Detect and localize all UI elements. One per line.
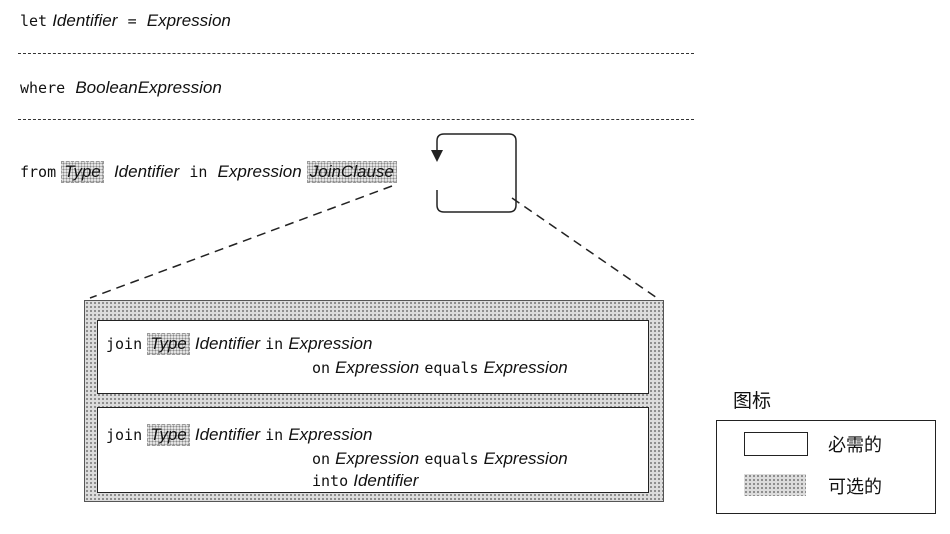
legend-optional-swatch (744, 474, 806, 496)
join-keyword: join (106, 426, 143, 444)
join-identifier: Identifier (194, 425, 261, 444)
on-keyword: on (312, 450, 331, 468)
into-identifier: Identifier (353, 471, 419, 490)
join-in-keyword: in (265, 335, 284, 353)
join-identifier: Identifier (194, 334, 261, 353)
from-type-optional: Type (61, 161, 104, 183)
join-type-optional: Type (147, 333, 190, 355)
repeat-loop-arrow (431, 133, 517, 213)
join-expression: Expression (288, 334, 373, 353)
into-keyword: into (312, 472, 349, 490)
join-variant-2: join Type Identifier in Expression on Ex… (97, 407, 649, 493)
equals-keyword: equals (424, 450, 479, 468)
on-expression: Expression (335, 358, 420, 377)
divider-1 (18, 53, 694, 54)
from-clause: from Type Identifier in Expression JoinC… (20, 161, 397, 183)
join-keyword: join (106, 335, 143, 353)
where-clause: where BooleanExpression (20, 77, 222, 99)
on-keyword: on (312, 359, 331, 377)
legend-required-label: 必需的 (828, 435, 882, 456)
from-expression: Expression (217, 162, 302, 181)
legend-title: 图标 (733, 390, 772, 412)
where-expression: BooleanExpression (75, 78, 222, 97)
join-expression: Expression (288, 425, 373, 444)
divider-2 (18, 119, 694, 120)
legend-optional-label: 可选的 (828, 477, 882, 498)
on-expression: Expression (335, 449, 420, 468)
from-in-keyword: in (189, 163, 208, 181)
equals-expression: Expression (483, 449, 568, 468)
from-keyword: from (20, 163, 57, 181)
let-keyword: let (20, 12, 48, 30)
expand-line-right (511, 197, 661, 301)
join-in-keyword: in (265, 426, 284, 444)
let-equals: = (127, 12, 137, 30)
where-keyword: where (20, 79, 66, 97)
join-variant-1: join Type Identifier in Expression on Ex… (97, 320, 649, 394)
legend-required-swatch (744, 432, 808, 456)
equals-expression: Expression (483, 358, 568, 377)
expand-line-left (89, 185, 393, 299)
join-type-optional: Type (147, 424, 190, 446)
equals-keyword: equals (424, 359, 479, 377)
let-clause: let Identifier = Expression (20, 10, 231, 32)
join-clause-optional: JoinClause (306, 161, 397, 183)
from-identifier: Identifier (113, 162, 180, 181)
let-expression: Expression (146, 11, 231, 30)
let-identifier: Identifier (52, 11, 118, 30)
